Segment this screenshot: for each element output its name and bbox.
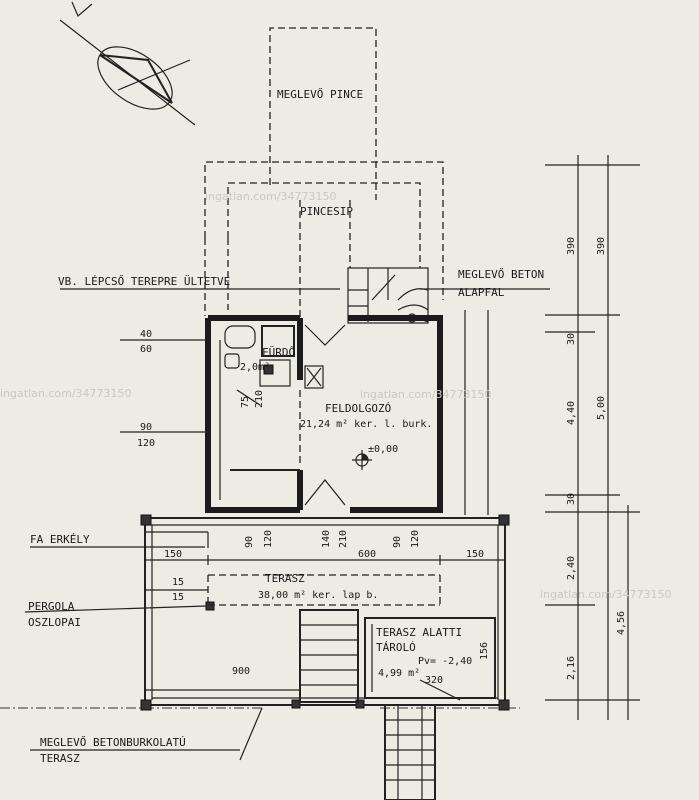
label-terrace: TERASZ [265,572,305,585]
dim-440: 4,40 [566,401,577,425]
dim-600: 600 [358,549,376,560]
vertical-dimension-chain [464,155,640,720]
label-storage-area: 4,99 m² [378,668,420,679]
label-pergola-posts: OSZLOPAI [28,616,81,629]
terrace-stair [299,609,436,800]
dim-240: 2,40 [566,556,577,580]
dim-120-b: 120 [263,530,274,548]
dim-75: 75 [240,396,251,408]
label-bathroom-area: 2,0m² [240,362,270,373]
dim-90: 90 [140,422,152,433]
dim-15-top: 15 [172,577,184,588]
label-workroom-area: 21,24 m² ker. l. burk. [300,419,432,430]
bathroom-fixtures [224,325,295,387]
doors [236,324,346,506]
label-concrete-terrace: MEGLEVŐ BETONBURKOLATÚ [40,735,186,749]
label-workroom: FELDOLGOZÓ [325,402,391,415]
dim-156: 156 [479,642,490,660]
label-wooden-balcony: FA ERKÉLY [30,533,90,546]
label-existing-concrete: MEGLEVŐ BETON [458,267,544,281]
horizontal-dimension-chain [144,531,506,691]
dim-900: 900 [232,666,250,677]
label-storage-under-terrace: TERASZ ALATTI [376,626,462,639]
building-walls [205,315,443,513]
watermark-1: ingatlan.com/34773150 [205,190,337,203]
dim-150-right: 150 [466,549,484,560]
dim-40: 40 [140,329,152,340]
dim-320: 320 [425,675,443,686]
dim-390-b: 390 [596,237,607,255]
dim-90-c: 90 [392,536,403,548]
dim-140: 140 [321,530,332,548]
dim-60: 60 [140,344,152,355]
label-stair-to-terrain: VB. LÉPCSŐ TEREPRE ÜLTETVE [58,274,230,288]
dim-30-b: 30 [566,493,577,505]
dim-15-bottom: 15 [172,592,184,603]
dim-216: 2,16 [566,656,577,680]
label-foundation-wall: ALAPFAL [458,286,505,299]
label-concrete-terrace-2: TERASZ [40,752,80,765]
watermark-3: ingatlan.com/34773150 [360,388,492,401]
label-floor-level: ±0,00 [368,444,398,455]
dim-90-b: 90 [244,536,255,548]
label-storage-level: Pv= -2,40 [418,656,472,667]
watermark-4: ingatlan.com/34773150 [540,588,672,601]
concrete-terrace-line [0,707,520,761]
north-arrow-icon [59,1,196,126]
label-bathroom: FÜRDŐ [262,345,295,359]
existing-cellar-outline [204,27,444,318]
terrace-structure [140,514,510,711]
dim-120: 120 [137,438,155,449]
label-existing-cellar: MEGLEVŐ PINCE [277,87,363,101]
dim-210-b: 210 [254,390,265,408]
label-pergola: PERGOLA [28,600,75,613]
watermark-2: ingatlan.com/34773150 [0,387,132,400]
storage-room [364,617,496,701]
leader-lines [24,288,550,751]
dim-150-left: 150 [164,549,182,560]
label-storage: TÁROLÓ [376,641,416,654]
dim-390-a: 390 [566,237,577,255]
label-cellar-neck: PINCESIP [300,205,353,218]
label-terrace-area: 38,00 m² ker. lap b. [258,590,378,601]
dim-456: 4,56 [616,611,627,635]
stair-to-terrain [347,267,429,324]
dim-30-a: 30 [566,333,577,345]
level-marker-icon [352,450,372,470]
dim-500: 5,00 [596,396,607,420]
dim-120-c: 120 [410,530,421,548]
dim-210: 210 [338,530,349,548]
